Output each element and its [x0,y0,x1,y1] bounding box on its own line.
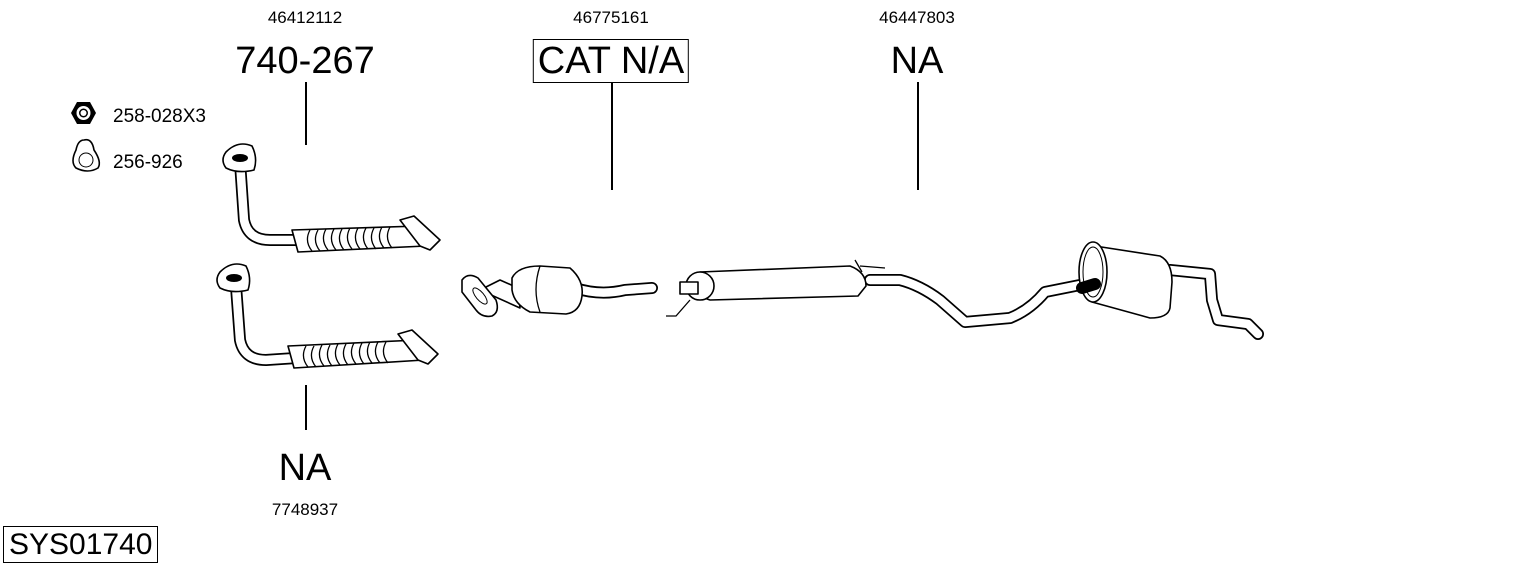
leader-line-rear [917,82,919,190]
catalytic-converter-drawing [461,265,658,318]
leader-line-cat [611,82,613,190]
leader-line-740-267 [305,82,307,145]
accessory-gasket-label[interactable]: 256-926 [113,152,183,173]
system-id: SYS01740 [3,526,159,563]
part-number-catalytic-converter[interactable]: CAT N/A [532,39,690,83]
gasket-icon [72,138,101,172]
oe-number-front-pipe-lower: 7748937 [271,500,339,519]
oe-number-rear-silencer: 46447803 [879,8,955,27]
oe-number-front-pipe-upper: 46412112 [267,8,343,27]
part-number-front-pipe-upper[interactable]: 740-267 [235,40,375,82]
nut-icon [71,102,96,124]
accessory-nut-label[interactable]: 258-028X3 [113,106,206,127]
part-number-rear-silencer[interactable]: NA [890,40,944,82]
front-pipe-lower-drawing [216,263,439,369]
part-number-front-pipe-lower[interactable]: NA [278,447,332,489]
oe-number-catalytic-converter: 46775161 [573,8,649,27]
leader-line-lower [305,385,307,430]
rear-silencer-drawing [666,241,1264,340]
front-pipe-upper-drawing [222,143,441,253]
